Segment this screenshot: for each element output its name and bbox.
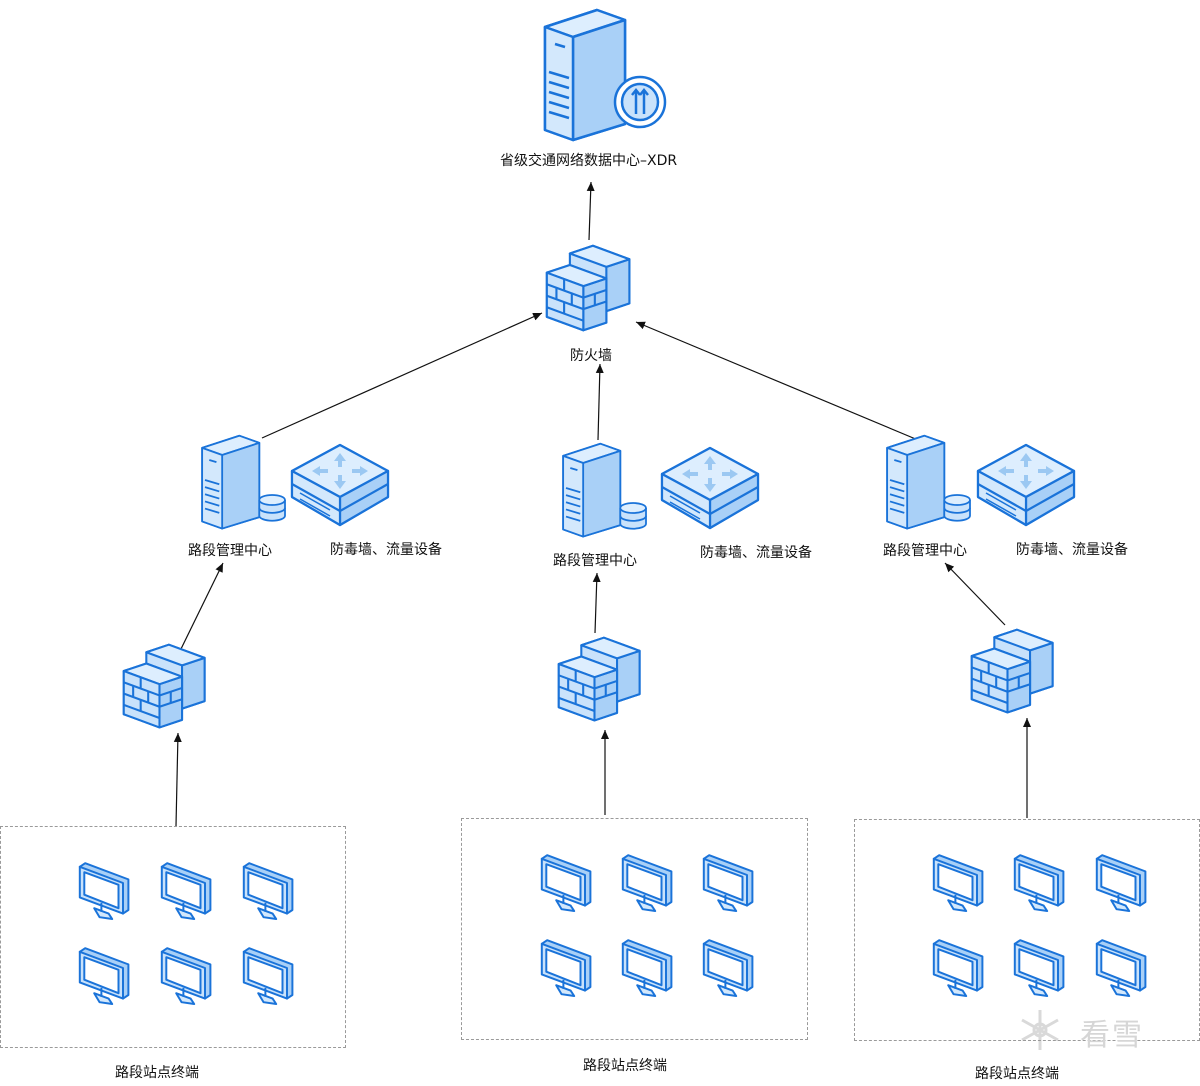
mid-firewall-icon [557,636,641,722]
right-terminals-label: 路段站点终端 [975,1066,1059,1082]
edge-right-mgmt-to-firewall [635,321,919,441]
edge-mid-mgmt-to-firewall [595,363,604,441]
edge-firewall-to-xdr [586,181,595,241]
edge-left-terminals-to-fw [173,732,182,827]
watermark-snowflake-icon [1021,1010,1059,1050]
edge-right-fw-to-mgmt [944,562,1006,626]
left-flow-device-icon [290,443,390,527]
left-mgmt-server-icon [202,436,285,529]
connection-lines [173,181,1031,827]
right-mgmt-server-icon [887,436,970,529]
left-av-label: 防毒墙、流量设备 [330,542,442,558]
right-firewall-icon [970,628,1054,714]
edge-left-mgmt-to-firewall [261,312,543,439]
mid-terminals-label: 路段站点终端 [583,1058,667,1074]
left-terminals-label: 路段站点终端 [115,1065,199,1081]
left-mgmt-label: 路段管理中心 [188,543,272,559]
main-firewall-icon [545,244,631,332]
terminal-zone-mid [461,818,808,1040]
edge-left-fw-to-mgmt [179,562,224,652]
mid-mgmt-label: 路段管理中心 [553,553,637,569]
terminal-zone-right [854,819,1200,1041]
mid-mgmt-server-icon [563,444,646,537]
right-av-label: 防毒墙、流量设备 [1016,542,1128,558]
right-mgmt-label: 路段管理中心 [883,543,967,559]
xdr-server-icon [545,10,665,140]
main-firewall-label: 防火墙 [570,348,612,364]
edge-mid-fw-to-mgmt [592,572,601,634]
xdr-label: 省级交通网络数据中心–XDR [500,153,678,169]
mid-av-label: 防毒墙、流量设备 [700,545,812,561]
watermark-text: 看雪 [1080,1018,1144,1053]
left-firewall-icon [122,643,206,729]
terminal-zone-left [0,826,346,1048]
mid-flow-device-icon [660,446,760,530]
right-flow-device-icon [976,443,1076,527]
